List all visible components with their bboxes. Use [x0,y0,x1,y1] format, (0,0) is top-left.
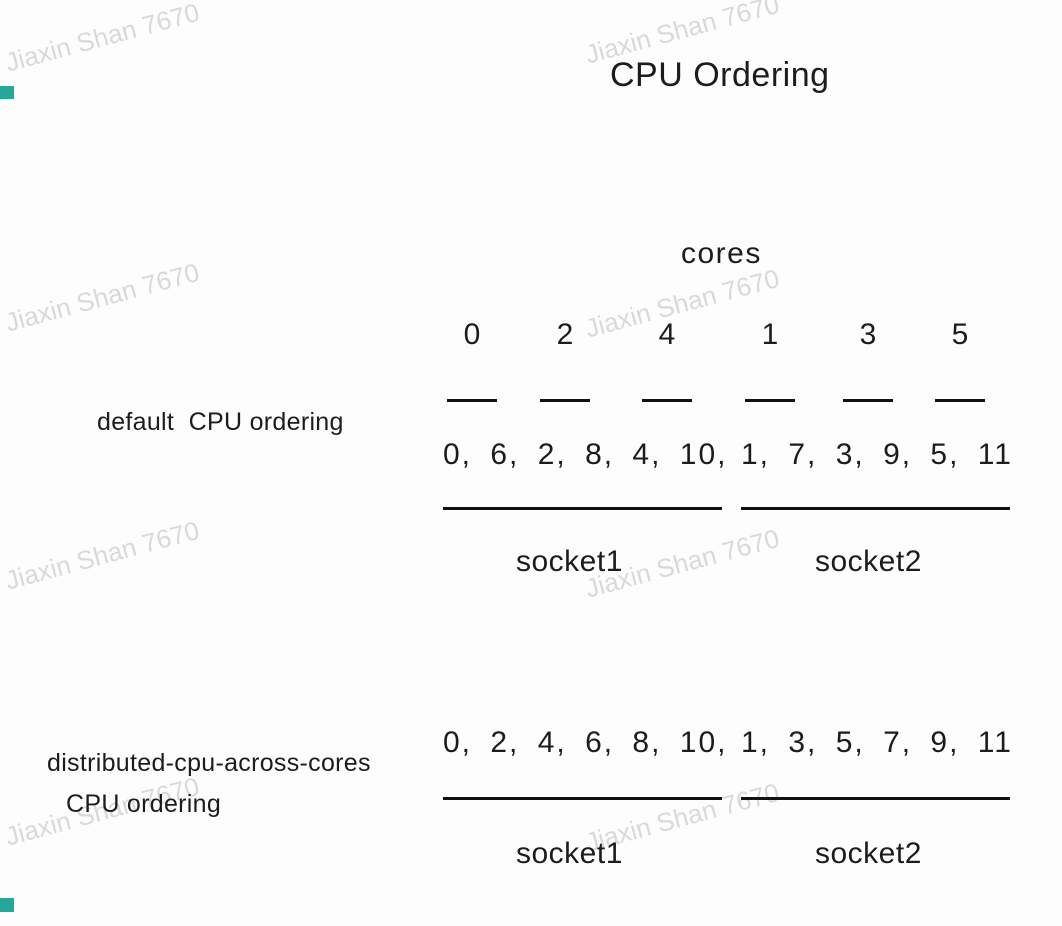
teal-corner-marker [0,86,14,99]
socket2-underline [741,797,1010,800]
core-tick-line [540,399,590,402]
core-tick-line [642,399,692,402]
cores-label: cores [681,237,762,270]
core-tick-line [447,399,497,402]
core-number-5: 5 [951,318,969,351]
core-number-3: 3 [859,318,877,351]
cpu-list-distributed-socket2: 1, 3, 5, 7, 9, 11 [741,726,1013,759]
teal-corner-marker [0,898,14,912]
row-label-distributed-line2: CPU ordering [66,790,222,818]
socket2-underline [741,507,1010,510]
core-tick-line [745,399,795,402]
row-label-distributed-line1: distributed-cpu-across-cores [47,749,371,777]
socket2-label-distributed: socket2 [815,837,922,870]
core-number-1: 1 [761,318,779,351]
core-number-4: 4 [658,318,676,351]
core-tick-line [843,399,893,402]
cpu-list-default-socket1: 0, 6, 2, 8, 4, 10, [443,438,728,471]
watermark: Jiaxin Shan 7670 [1,514,203,596]
socket1-label-default: socket1 [516,545,623,578]
socket1-label-distributed: socket1 [516,837,623,870]
core-number-2: 2 [556,318,574,351]
row-label-default: default CPU ordering [97,408,344,436]
diagram-title: CPU Ordering [610,56,830,94]
cpu-list-default-socket2: 1, 7, 3, 9, 5, 11 [741,438,1013,471]
watermark: Jiaxin Shan 7670 [1,256,203,338]
cpu-list-distributed-socket1: 0, 2, 4, 6, 8, 10, [443,726,728,759]
socket2-label-default: socket2 [815,545,922,578]
core-tick-line [935,399,985,402]
core-number-0: 0 [463,318,481,351]
socket1-underline [443,797,722,800]
socket1-underline [443,507,722,510]
watermark: Jiaxin Shan 7670 [1,0,203,78]
